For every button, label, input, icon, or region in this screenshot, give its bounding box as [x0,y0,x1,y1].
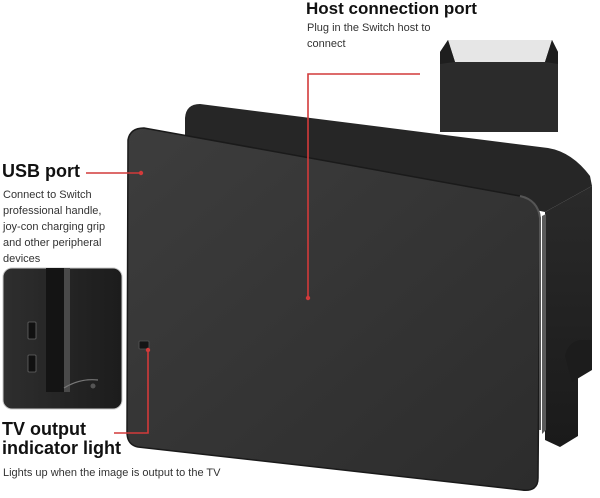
host-connection-title: Host connection port [306,0,477,18]
host-leader-line [307,73,420,298]
usb-port-description: Connect to Switch professional handle, j… [3,189,106,265]
tv-output-description: Lights up when the image is output to th… [3,467,221,479]
usb-port-title: USB port [2,161,80,181]
usb-slot-2 [27,354,37,373]
leader-dots [138,170,311,353]
tv-indicator-light [138,340,150,350]
host-connection-description: Plug in the Switch host to connect [307,22,431,50]
leader-lines [86,73,420,434]
host-port-inset [437,30,558,132]
usb-port-inset [2,267,123,410]
tv-output-title: TV output indicator light [2,419,121,458]
usb-slot-1 [27,321,37,340]
tv-leader-line [114,350,149,434]
dock-body [126,104,592,491]
